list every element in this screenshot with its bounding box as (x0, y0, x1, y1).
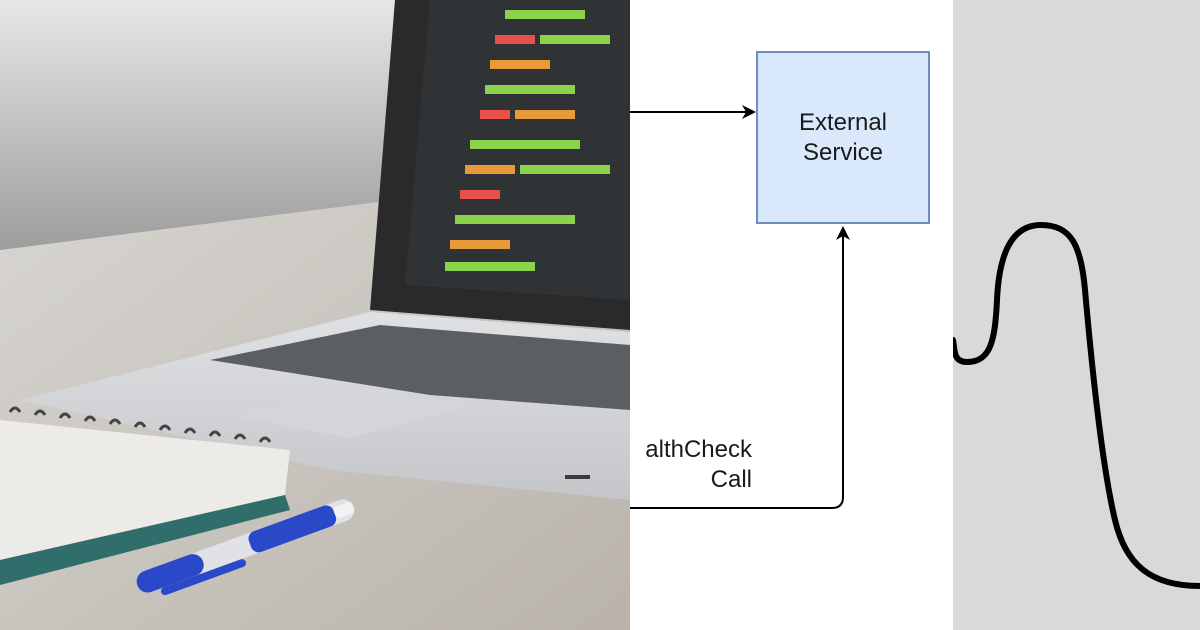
laptop-screen (405, 0, 630, 300)
wave-panel (953, 0, 1200, 630)
external-service-box: External Service (756, 51, 930, 224)
laptop-desk-photo (0, 0, 630, 630)
laptop-trackpad (230, 392, 470, 438)
healthcheck-label: althCheck Call (645, 436, 752, 493)
photo-panel (0, 0, 630, 630)
code-lines (445, 10, 610, 271)
diagram-panel: External Service althCheck Call (630, 0, 953, 630)
spiral-binding (8, 406, 272, 443)
notebook (0, 420, 290, 560)
wave-line (953, 222, 1200, 589)
wave-graphic (953, 222, 1200, 589)
blue-pen (136, 499, 355, 596)
laptop-keyboard (210, 325, 630, 410)
diagram-connectors (630, 105, 850, 509)
healthcheck-arrow (630, 226, 850, 509)
service-label: External Service (798, 108, 888, 166)
